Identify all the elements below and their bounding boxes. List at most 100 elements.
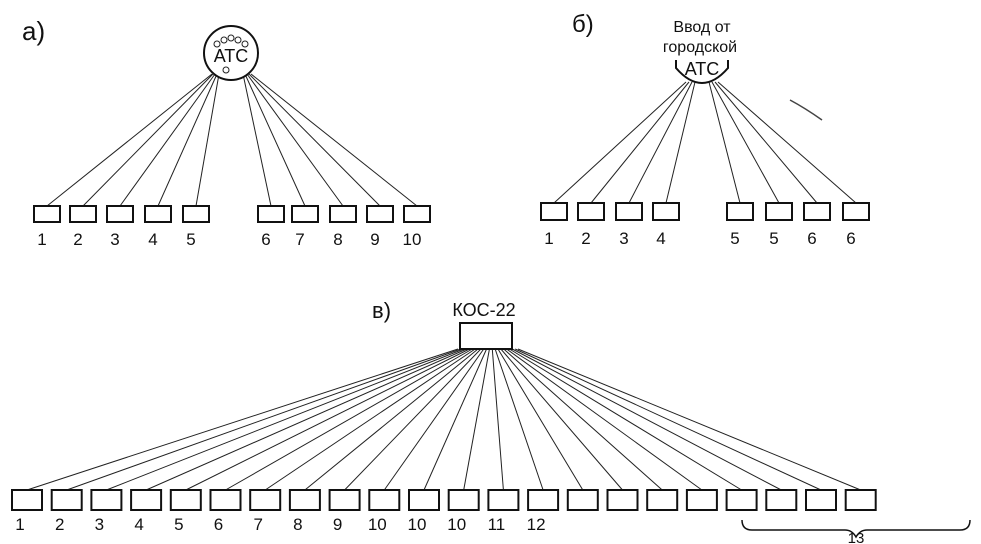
panel-c-switch-box [459, 322, 513, 350]
panel-c-terminal-label: 11 [488, 515, 506, 534]
panel-c-connection-line [225, 348, 473, 491]
panel-c-terminal-label: 2 [55, 515, 64, 534]
panel-c-connection-line [26, 348, 459, 491]
panel-a-terminal-box [366, 205, 394, 223]
panel-c-connection-line [494, 348, 544, 491]
panel-b-terminal-box [540, 202, 568, 221]
panel-c-terminal-label: 8 [293, 515, 302, 534]
panel-a-connection-line [119, 73, 216, 207]
panel-b-connection-line [708, 81, 741, 204]
panel-c-terminal-label: 10 [447, 515, 466, 534]
panel-b-exchange-label: АТС [685, 59, 720, 79]
panel-a-connection-line [46, 73, 213, 207]
panel-c-switch-label: КОС-22 [452, 300, 515, 320]
panel-a-terminal-label: 9 [370, 230, 379, 249]
panel-a-connection-line [195, 73, 220, 207]
panel-c-terminal-box [368, 489, 401, 511]
panel-b-terminal-label: 1 [544, 229, 553, 248]
panel-c-terminal-box [487, 489, 520, 511]
panel-c-connection-line [509, 348, 742, 491]
panel-c-connection-line [491, 348, 504, 491]
panel-b-connection-line [714, 81, 818, 204]
panel-a-exchange-dots [213, 34, 249, 74]
panel-c-terminal-box [50, 489, 83, 511]
panel-c-terminal-box [606, 489, 639, 511]
panel-a-terminal-label: 5 [186, 230, 195, 249]
panel-b-caption-line2: городской [663, 39, 737, 56]
panel-b-terminal-label: 6 [807, 229, 816, 248]
panel-a-terminal-box [403, 205, 431, 223]
panel-a-connection-line [157, 73, 218, 207]
panel-a-letter: а) [22, 16, 45, 46]
panel-c-terminal-box [288, 489, 321, 511]
panel-b-letter: б) [572, 11, 594, 38]
panel-c-terminal-label: 10 [368, 515, 387, 534]
panel-c-terminal-label: 5 [174, 515, 183, 534]
panel-c-connection-line [304, 348, 479, 491]
panel-c-connection-line [497, 348, 584, 491]
panel-a-connection-line [248, 73, 381, 207]
panel-c-connection-line [512, 348, 782, 491]
panel-c-terminal-box [805, 489, 837, 511]
panel-b-terminal-label: 6 [846, 229, 855, 248]
panel-a-terminal-label: 1 [37, 230, 46, 249]
panel-a-terminal-label: 10 [403, 230, 422, 249]
panel-c-connection-line [517, 348, 861, 491]
panel-c-connection-line [264, 348, 476, 491]
panel-b-terminal-label: 4 [656, 229, 665, 248]
panel-c-terminal-label: 6 [214, 515, 223, 534]
panel-c-connection-line [506, 348, 703, 491]
panel-a-terminal-box [33, 205, 61, 223]
panel-a-terminal-box [257, 205, 285, 223]
panel-b-terminal-label: 3 [619, 229, 628, 248]
panel-a-terminal-box [329, 205, 357, 223]
panel-a-terminal-box [144, 205, 172, 223]
panel-c-connection-line [185, 348, 470, 491]
panel-c-connection-line [66, 348, 462, 491]
panel-a-exchange-label: АТС [214, 46, 249, 66]
panel-c-terminal-box [566, 489, 599, 511]
panel-c-terminal-label: 10 [408, 515, 427, 534]
panel-a-terminal-box [106, 205, 134, 223]
panel-c-connection-line [514, 348, 822, 491]
panel-b-terminal-label: 2 [581, 229, 590, 248]
panel-c-terminal-box [646, 489, 679, 511]
panel-c-group-brace [741, 519, 971, 539]
panel-c-connection-line [463, 348, 490, 491]
panel-c-terminal-box [90, 489, 123, 511]
panel-c-terminal-box [725, 489, 758, 511]
panel-c-terminal-box [130, 489, 163, 511]
panel-b-connection-line [628, 81, 693, 204]
panel-b-terminal-box [803, 202, 831, 221]
panel-b-connection-line [711, 81, 780, 204]
panel-b-terminal-box [726, 202, 754, 221]
panel-c-connection-line [106, 348, 464, 491]
panel-a-terminal-label: 3 [110, 230, 119, 249]
panel-b-connection-line [717, 81, 857, 204]
panel-b-terminal-label: 5 [769, 229, 778, 248]
panel-c-terminal-box [447, 489, 480, 511]
panel-a-terminal-label: 2 [73, 230, 82, 249]
panel-c-connection-line [423, 348, 488, 491]
panel-a-terminal-label: 4 [148, 230, 157, 249]
panel-c-terminal-box [328, 489, 361, 511]
panel-b-connection-line [590, 81, 690, 204]
panel-a-terminal-box [291, 205, 319, 223]
panel-b-terminal-box [842, 202, 870, 221]
panel-b-stray-mark [789, 99, 823, 121]
panel-c-terminal-box [527, 489, 560, 511]
panel-b-terminal-label: 5 [730, 229, 739, 248]
panel-c-terminal-box [765, 489, 798, 511]
panel-c-terminal-label: 3 [95, 515, 104, 534]
panel-c-letter: в) [372, 298, 391, 323]
panel-c-terminal-label: 4 [134, 515, 143, 534]
panel-b-terminal-box [615, 202, 643, 221]
panel-c-terminal-box [249, 489, 282, 511]
panel-a-terminal-box [69, 205, 97, 223]
panel-b-connection-line [665, 81, 696, 204]
panel-c-terminal-label: 1 [15, 515, 24, 534]
